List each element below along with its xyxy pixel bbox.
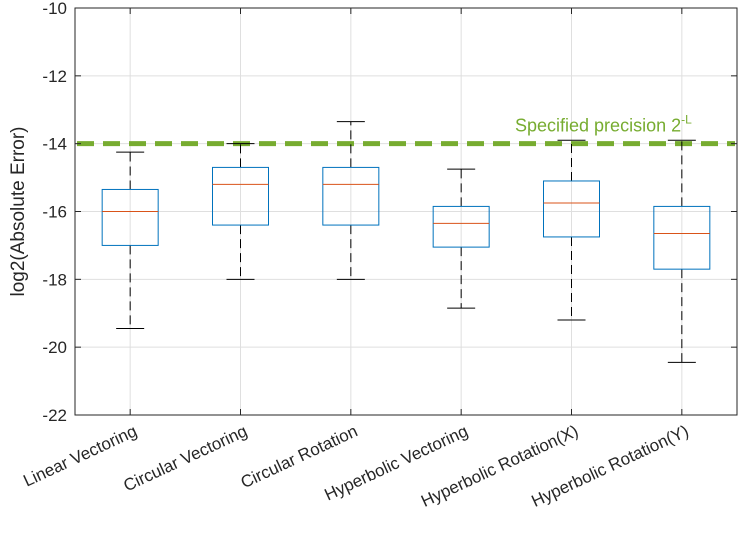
box-iqr (543, 180, 600, 238)
y-tick-label: -22 (42, 406, 67, 425)
boxes-group (101, 121, 711, 363)
box-iqr (322, 166, 380, 226)
box-group (212, 143, 269, 280)
box-iqr (653, 205, 711, 270)
specified-precision-text: Specified precision 2 (515, 116, 681, 136)
box-group (543, 139, 600, 321)
box-group (432, 168, 490, 309)
y-tick-label: -16 (42, 203, 67, 222)
box-group (322, 121, 380, 280)
y-axis-ticks: -22 -20 -18 -16 -14 -12 -10 (42, 0, 737, 425)
specified-precision-superscript: -L (681, 113, 692, 127)
box-group (653, 139, 711, 363)
specified-precision-label: Specified precision 2-L (515, 113, 692, 136)
y-tick-label: -12 (42, 67, 67, 86)
y-tick-label: -18 (42, 270, 67, 289)
grid-lines (75, 7, 737, 416)
y-tick-label: -10 (42, 0, 67, 18)
reference-line-group: Specified precision 2-L (77, 113, 735, 147)
box-iqr (212, 166, 269, 226)
x-tick-label: Circular Vectoring (121, 421, 251, 495)
box-iqr (101, 188, 159, 246)
y-tick-label: -14 (42, 135, 67, 154)
box-iqr (432, 205, 490, 248)
y-tick-label: -20 (42, 338, 67, 357)
box-group (101, 151, 159, 330)
y-axis-label: log2(Absolute Error) (8, 126, 29, 296)
